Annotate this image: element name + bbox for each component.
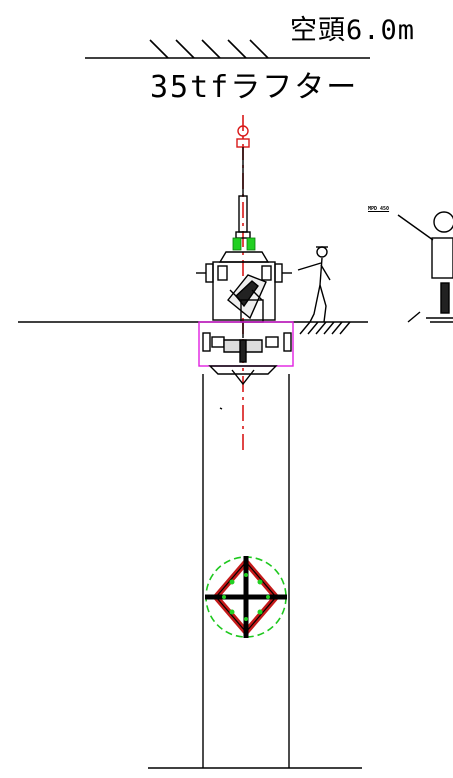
headroom-label: 空頭6.0m	[290, 15, 416, 46]
borehole-walls	[148, 374, 362, 769]
ceiling-hatch	[85, 39, 370, 59]
lifting-hook	[235, 125, 251, 239]
equipment-tag-label: MPD 450	[368, 206, 390, 212]
drilling-machine	[196, 251, 292, 338]
crane-label: 35tfラフター	[150, 70, 359, 105]
worker-figure	[297, 246, 331, 323]
valve-assembly	[202, 332, 292, 386]
side-equipment	[397, 211, 453, 323]
green-couplings	[232, 237, 256, 251]
drill-bit-section	[205, 556, 287, 638]
ground-line	[18, 321, 368, 335]
